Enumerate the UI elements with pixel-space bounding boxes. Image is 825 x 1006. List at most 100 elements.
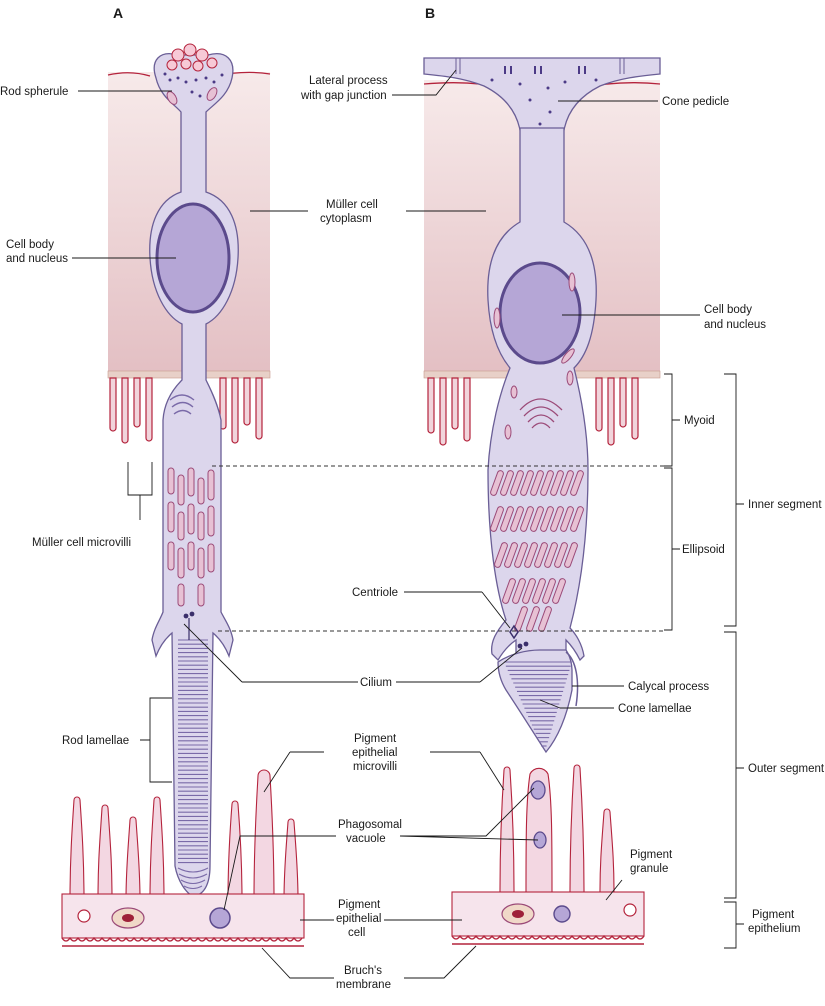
cone-mitochondrion (530, 506, 544, 532)
label-pe-microvilli-1: Pigment (354, 733, 397, 745)
label-pe-cell-1: Pigment (338, 899, 381, 911)
cone-mitochondrion (560, 506, 574, 532)
pigment-epithelium-a (61, 769, 305, 947)
pe-nucleolus-b (512, 910, 524, 918)
panel-label-a: A (113, 5, 123, 21)
label-muller-cytoplasm-2: cytoplasm (320, 213, 372, 225)
cone-body-mito-b (493, 307, 501, 329)
cone-mitochondrion (532, 578, 546, 604)
gap-junction-lateral (455, 58, 625, 74)
bracket-outer-segment (724, 631, 744, 899)
cone-mitochondrion (550, 506, 564, 532)
label-lateral-process-1: Lateral process (309, 75, 388, 87)
cone-lamellae-stack: (function(){ var g = document.currentScr… (504, 661, 572, 747)
label-muller-cytoplasm-1: Müller cell (326, 199, 378, 211)
muller-microvilli-a (109, 377, 263, 444)
cone-mitochondrion (542, 578, 556, 604)
label-pigment-granule-2: granule (630, 863, 668, 875)
cone-mitochondrion (560, 470, 574, 496)
cone-mitochondrion (540, 506, 554, 532)
bracket-ellipsoid (664, 467, 680, 631)
label-cone-pedicle: Cone pedicle (662, 96, 729, 108)
label-cell-body-a-1: Cell body (6, 239, 54, 251)
cone-mitochondrion (500, 470, 514, 496)
pe-junction-b (623, 903, 637, 917)
cone-mitochondrion (510, 506, 524, 532)
cone-nucleus (498, 261, 582, 365)
synaptic-dots-a (163, 72, 224, 98)
cone-mitochondrion (564, 542, 578, 568)
cone-golgi (519, 398, 563, 429)
pigment-epithelium-b (451, 764, 645, 945)
label-centriole: Centriole (352, 587, 398, 599)
cone-mitochondrion (570, 506, 584, 532)
label-pe-microvilli-2: epithelial (352, 747, 397, 759)
cone-mitochondrion (500, 506, 514, 532)
label-pe-microvilli-3: microvilli (353, 761, 397, 773)
cone-body-mito-d (566, 370, 574, 386)
label-muller-microvilli: Müller cell microvilli (32, 537, 131, 549)
cone-body-mito-c (561, 348, 575, 364)
panel-label-b: B (425, 5, 435, 21)
rod-spherule-vesicles (166, 43, 218, 72)
spherule-mitochondrion-b (206, 87, 218, 101)
label-myoid: Myoid (684, 415, 715, 427)
cone-mitochondrion (540, 470, 554, 496)
cone-ellipsoid-mitochondria: (function(){ var g = document.currentScr… (490, 470, 584, 632)
cone-mitochondrion (534, 542, 548, 568)
cone-mitochondrion (554, 542, 568, 568)
cone-mitochondrion (520, 470, 534, 496)
muller-microvilli-b (427, 377, 639, 446)
bracket-rod-lamellae (140, 697, 172, 783)
cone-cell-panel-b: (function(){ var g = document.currentScr… (423, 57, 661, 754)
cone-mitochondrion (570, 470, 584, 496)
label-ellipsoid: Ellipsoid (682, 544, 725, 556)
cone-mitochondrion (530, 470, 544, 496)
bracket-myoid (664, 373, 680, 467)
label-lateral-process-2: with gap junction (300, 90, 387, 102)
cone-mitochondrion (512, 578, 526, 604)
label-rod-spherule: Rod spherule (0, 86, 68, 98)
label-cell-body-a-2: and nucleus (6, 253, 68, 265)
pedicle-ribbons (490, 66, 598, 126)
bracket-inner-segment (724, 373, 744, 627)
label-cell-body-b-1: Cell body (704, 304, 752, 316)
label-rod-lamellae: Rod lamellae (62, 735, 129, 747)
rod-basal-discs (177, 867, 209, 890)
cone-mitochondrion (502, 578, 516, 604)
cone-mitochondrion (490, 506, 504, 532)
label-bruchs-1: Bruch's (344, 965, 382, 977)
cone-mitochondrion (552, 578, 566, 604)
cone-mitochondrion (544, 542, 558, 568)
label-bruchs-2: membrane (336, 979, 391, 991)
cone-mitochondrion (520, 506, 534, 532)
phagosome-b3 (553, 905, 571, 923)
cone-mitochondrion (550, 470, 564, 496)
phagosome-a (209, 907, 231, 929)
pe-nucleolus-a (122, 914, 134, 922)
label-cilium: Cilium (360, 677, 392, 689)
cone-mitochondrion (494, 542, 508, 568)
cone-mitochondrion (522, 578, 536, 604)
label-cell-body-b-2: and nucleus (704, 319, 766, 331)
label-pigment-epithelium-1: Pigment (752, 909, 795, 921)
label-outer-segment: Outer segment (748, 763, 825, 775)
calycal-process (565, 651, 579, 707)
cone-outer-segment (497, 649, 573, 754)
leader-lines (72, 69, 700, 979)
cone-mitochondrion (490, 470, 504, 496)
cone-mitochondrion (514, 542, 528, 568)
label-pe-cell-2: epithelial (336, 913, 381, 925)
cone-mitochondrion (510, 470, 524, 496)
rod-cell-panel-a: (function(){ var g = document.currentScr… (107, 43, 271, 897)
rod-lamellae-stack: (function(){ var g = document.currentScr… (178, 639, 208, 864)
cone-myoid-mito-a (510, 385, 518, 399)
rod-golgi (169, 394, 195, 415)
pe-junction-a (77, 909, 91, 923)
cone-mitochondrion (514, 606, 528, 632)
label-pe-cell-3: cell (348, 927, 365, 939)
bracket-muller-microvilli (127, 462, 153, 520)
rod-ellipsoid-mitochondria (167, 467, 215, 607)
label-inner-segment: Inner segment (748, 499, 822, 511)
